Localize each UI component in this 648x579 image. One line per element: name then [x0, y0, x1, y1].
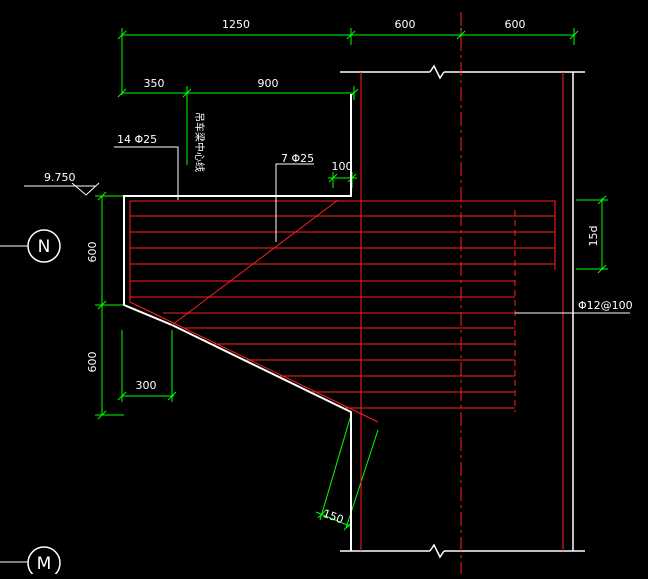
dim-small-top: 100 — [332, 160, 353, 173]
bracket-outline — [123, 94, 352, 551]
dim-left-upper: 600 — [86, 242, 99, 263]
dim-bottom-left: 300 — [136, 379, 157, 392]
column-outline — [340, 64, 585, 559]
dim-top-col-left: 600 — [395, 18, 416, 31]
dimension-texts: 1250 600 600 350 900 100 600 600 300 15d… — [86, 18, 600, 526]
elevation-label: 9.750 — [44, 171, 76, 184]
leader-lines — [0, 146, 630, 563]
dim-right-lap: 15d — [587, 226, 600, 247]
axis-circle-upper — [27, 229, 61, 263]
stirrup-label: Φ12@100 — [578, 299, 633, 312]
axis-markers — [27, 229, 61, 579]
rebar-main-label: 14 Φ25 — [117, 133, 157, 146]
axis-label-lower: M — [37, 554, 52, 574]
dim-slope-width: 150 — [321, 507, 345, 526]
centerline-note: 吊车梁中心线 — [193, 112, 206, 172]
axis-circle-lower — [27, 546, 61, 579]
dim-top-col-right: 600 — [505, 18, 526, 31]
dim-top-total: 1250 — [222, 18, 250, 31]
rebar-diag-label: 7 Φ25 — [281, 152, 314, 165]
dim-second-right: 900 — [258, 77, 279, 90]
dim-second-left: 350 — [144, 77, 165, 90]
annotation-texts: 14 Φ25 7 Φ25 Φ12@100 9.750 吊车梁中心线 N M — [37, 112, 633, 574]
dim-left-lower: 600 — [86, 352, 99, 373]
rebar-lines — [129, 12, 564, 574]
axis-label-upper: N — [38, 237, 51, 257]
